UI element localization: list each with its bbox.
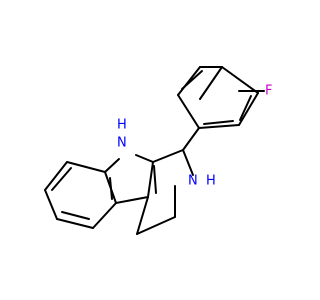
bond	[44, 161, 68, 191]
fluorophenyl-ring	[177, 66, 259, 129]
bond	[182, 149, 194, 176]
benzene-ring	[44, 161, 117, 229]
bond	[198, 124, 240, 129]
amine-n-label: N	[188, 174, 198, 189]
fluorine-label: F	[265, 84, 272, 99]
bond	[136, 216, 176, 235]
indole-h-label: H	[117, 118, 127, 133]
bond	[135, 154, 154, 163]
bond	[104, 158, 120, 173]
bond	[51, 167, 72, 191]
bond	[221, 66, 259, 94]
bond	[109, 177, 113, 200]
bond	[61, 211, 90, 220]
bond	[136, 196, 149, 235]
bond	[115, 196, 149, 204]
tetrahydropyridine-ring	[136, 149, 194, 235]
bond	[153, 165, 157, 194]
bond	[182, 127, 200, 151]
bond	[44, 189, 58, 220]
indole-n-label: N	[117, 136, 127, 151]
bond	[177, 94, 200, 129]
bond	[56, 218, 94, 229]
bond	[239, 95, 252, 121]
bond	[203, 120, 234, 125]
molecule-structure: F H N N H	[44, 66, 272, 235]
bond	[177, 66, 201, 96]
bond	[181, 70, 203, 90]
bond	[238, 92, 259, 126]
bond	[199, 66, 223, 100]
bond	[147, 161, 154, 198]
amine-h-label: H	[206, 174, 216, 189]
bond	[92, 202, 117, 229]
bond	[152, 149, 184, 163]
bond	[66, 161, 106, 173]
